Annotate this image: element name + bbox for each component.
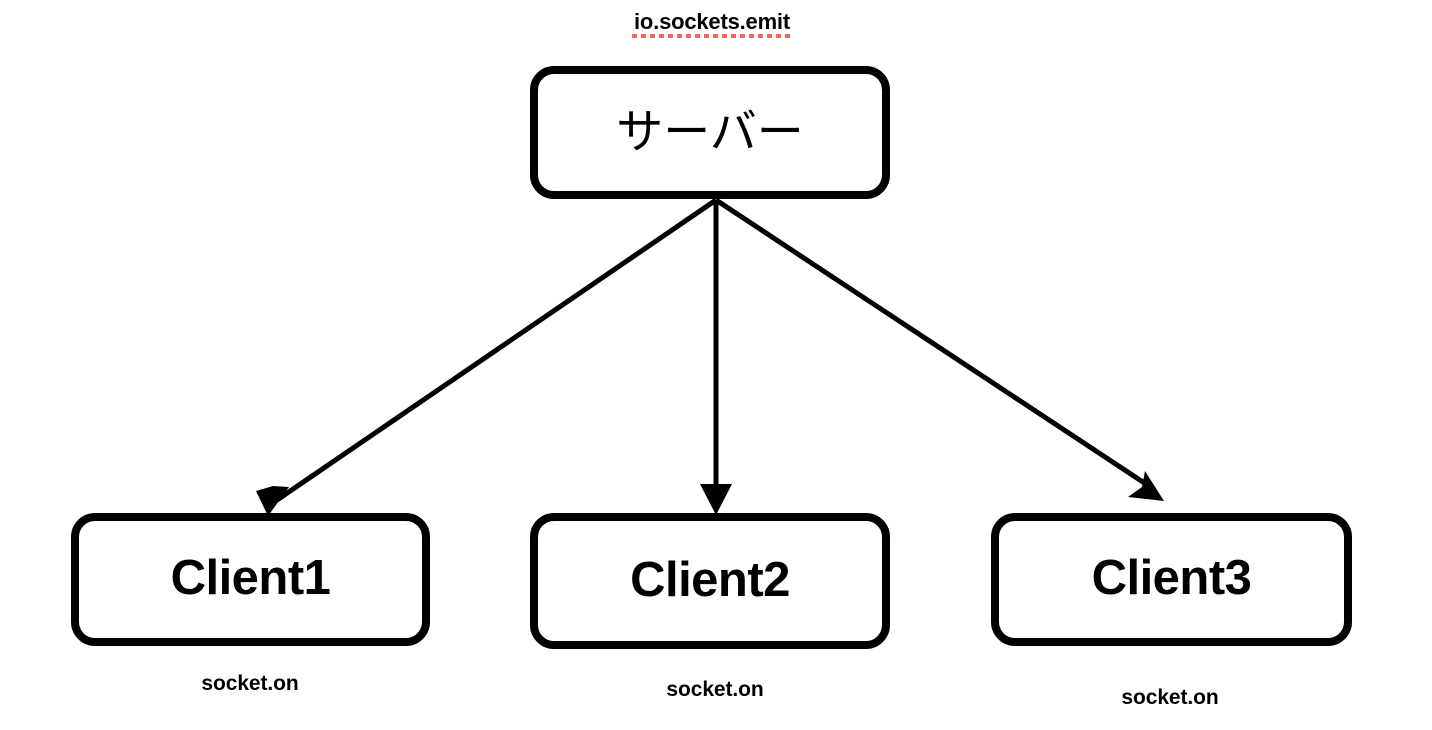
arrow-to-client2 [700, 200, 732, 515]
node-client1-label: Client1 [170, 551, 331, 605]
client3-caption-socket-on: socket.on [1121, 686, 1219, 709]
server-caption-emit: io.sockets.emit [0, 11, 1424, 38]
node-server[interactable]: サーバー [530, 66, 890, 199]
node-client2[interactable]: Client2 [530, 513, 890, 649]
node-client3-label: Client3 [1091, 551, 1252, 605]
node-server-label: サーバー [616, 105, 804, 158]
node-client2-label: Client2 [630, 552, 790, 607]
arrow-to-client1 [256, 197, 718, 516]
emit-label-text: io.sockets.emit [632, 11, 792, 38]
node-client3[interactable]: Client3 [991, 513, 1352, 646]
node-client1[interactable]: Client1 [71, 513, 430, 646]
client2-caption-socket-on: socket.on [666, 678, 764, 701]
arrow-to-client3 [714, 197, 1164, 501]
client1-caption-socket-on: socket.on [201, 672, 299, 695]
